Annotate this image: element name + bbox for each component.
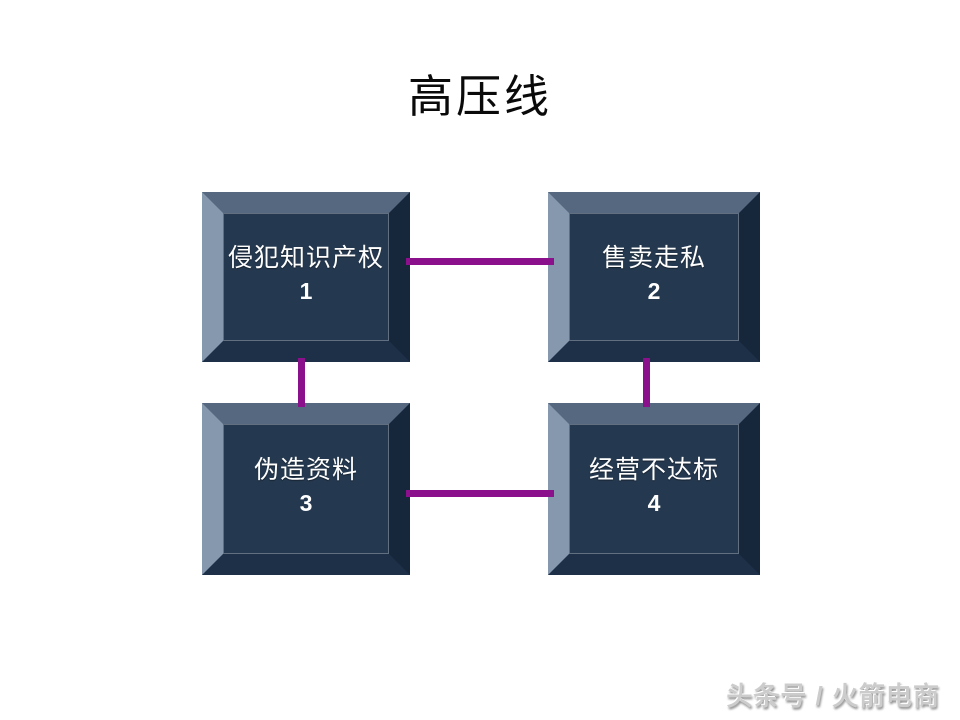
node-2-number: 2 <box>647 277 661 304</box>
node-1-number: 1 <box>299 277 313 304</box>
node-3-number: 3 <box>299 489 313 516</box>
connector-node1-node3 <box>298 358 305 407</box>
node-3-label: 伪造资料 <box>253 457 358 485</box>
connector-node2-node4 <box>643 358 650 407</box>
watermark-text: 头条号 / 火箭电商 <box>726 681 940 711</box>
node-box-1: 侵犯知识产权 1 <box>202 192 410 362</box>
node-1-label: 侵犯知识产权 <box>227 245 384 273</box>
node-4-number: 4 <box>647 489 661 516</box>
node-box-3: 伪造资料 3 <box>202 403 410 575</box>
slide-title: 高压线 <box>407 72 552 122</box>
node-box-2: 售卖走私 2 <box>548 192 760 362</box>
node-4-label: 经营不达标 <box>588 457 719 485</box>
node-box-4: 经营不达标 4 <box>548 403 760 575</box>
node-2-label: 售卖走私 <box>601 245 706 273</box>
connector-node1-node2 <box>406 258 554 265</box>
connector-node3-node4 <box>406 490 554 497</box>
